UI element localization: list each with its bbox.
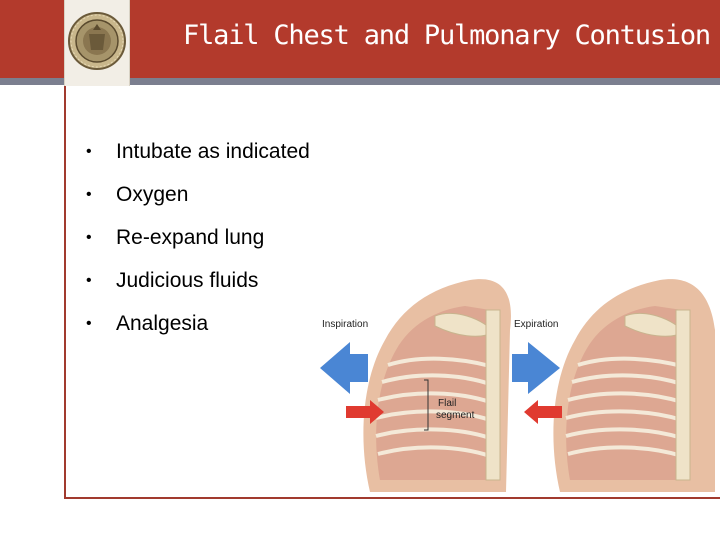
bullet-text: Analgesia	[116, 312, 209, 335]
bullet-icon: •	[86, 272, 92, 289]
bullet-text: Re-expand lung	[116, 226, 265, 249]
inspiration-label: Inspiration	[322, 319, 369, 330]
red-arrow-icon	[346, 400, 384, 424]
flail-label-line1: Flail	[438, 398, 457, 409]
expiration-label: Expiration	[514, 319, 559, 330]
logo-plate	[64, 0, 130, 86]
inward-arrow-icon	[512, 342, 560, 394]
page-title: Flail Chest and Pulmonary Contusion	[183, 20, 711, 51]
list-item: • Re-expand lung	[86, 226, 310, 269]
university-seal-icon	[68, 12, 126, 70]
left-frame-rule	[64, 86, 66, 499]
list-item: • Intubate as indicated	[86, 140, 310, 183]
bullet-text: Intubate as indicated	[116, 140, 310, 163]
flail-chest-diagram	[320, 279, 715, 492]
list-item: • Judicious fluids	[86, 269, 310, 312]
list-item: • Analgesia	[86, 312, 310, 355]
bullet-list: • Intubate as indicated • Oxygen • Re-expan…	[86, 140, 310, 355]
bullet-text: Oxygen	[116, 183, 189, 206]
bullet-text: Judicious fluids	[116, 269, 259, 292]
flail-label-line2: segment	[436, 410, 475, 421]
red-arrow-icon	[524, 400, 562, 424]
list-item: • Oxygen	[86, 183, 310, 226]
bullet-icon: •	[86, 229, 92, 246]
bottom-frame-rule	[64, 497, 720, 499]
flail-chest-illustration: Inspiration Expiration Flail segment	[310, 270, 720, 497]
outward-arrow-icon	[320, 342, 368, 394]
header-rule	[0, 78, 720, 85]
bullet-icon: •	[86, 143, 92, 160]
bullet-icon: •	[86, 315, 92, 332]
bullet-icon: •	[86, 186, 92, 203]
